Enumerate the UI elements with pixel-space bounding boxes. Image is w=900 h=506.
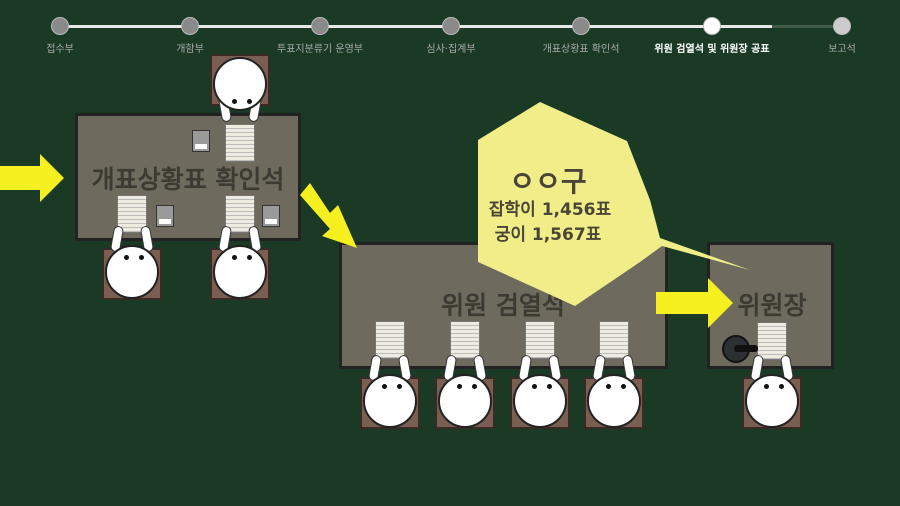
ballot-tally-sheet (757, 322, 787, 360)
progress-step-dot[interactable] (311, 17, 329, 35)
progress-step-dot[interactable] (833, 17, 851, 35)
progress-step-label[interactable]: 접수부 (46, 44, 74, 55)
progress-step-dot[interactable] (51, 17, 69, 35)
arrow-right-icon (656, 278, 733, 328)
progress-step-label[interactable]: 심사·집계부 (426, 44, 476, 55)
chairman-table-label: 위원장 (737, 291, 807, 320)
progress-step-dot[interactable] (181, 17, 199, 35)
progress-step-label[interactable]: 개표상황표 확인석 (542, 44, 620, 55)
person-head (587, 374, 641, 428)
progress-step-dot[interactable] (572, 17, 590, 35)
person-head (745, 374, 799, 428)
progress-line-done (60, 25, 772, 28)
arrow-diagonal-icon (300, 183, 357, 248)
ballot-tally-sheet (225, 124, 255, 162)
progress-step-label[interactable]: 개함부 (176, 44, 204, 55)
calculator-icon (192, 130, 210, 152)
bubble-district: ㅇㅇ구 (509, 165, 587, 198)
person-head (213, 245, 267, 299)
ballot-tally-sheet (375, 321, 405, 359)
review-table-label: 위원 검열석 (441, 291, 565, 320)
person-head (105, 245, 159, 299)
person-head (513, 374, 567, 428)
person-head (363, 374, 417, 428)
stamp-icon (722, 335, 758, 363)
progress-step-label[interactable]: 투표지분류기 운영부 (277, 44, 363, 55)
ballot-tally-sheet (599, 321, 629, 359)
progress-line-remaining (772, 25, 842, 28)
progress-step-label[interactable]: 보고석 (828, 44, 856, 55)
bubble-line2: 궁이 1,567표 (494, 225, 602, 245)
calculator-icon (262, 205, 280, 227)
person-head (213, 57, 267, 111)
progress-step-dot[interactable] (442, 17, 460, 35)
calculator-icon (156, 205, 174, 227)
progress-step-label[interactable]: 위원 검열석 및 위원장 공표 (654, 44, 770, 55)
ballot-tally-sheet (450, 321, 480, 359)
progress-step-dot[interactable] (703, 17, 721, 35)
check-table-label: 개표상황표 확인석 (91, 165, 285, 194)
ballot-tally-sheet (525, 321, 555, 359)
arrow-right-icon (0, 154, 64, 202)
bubble-line1: 잡학이 1,456표 (488, 200, 612, 220)
person-head (438, 374, 492, 428)
